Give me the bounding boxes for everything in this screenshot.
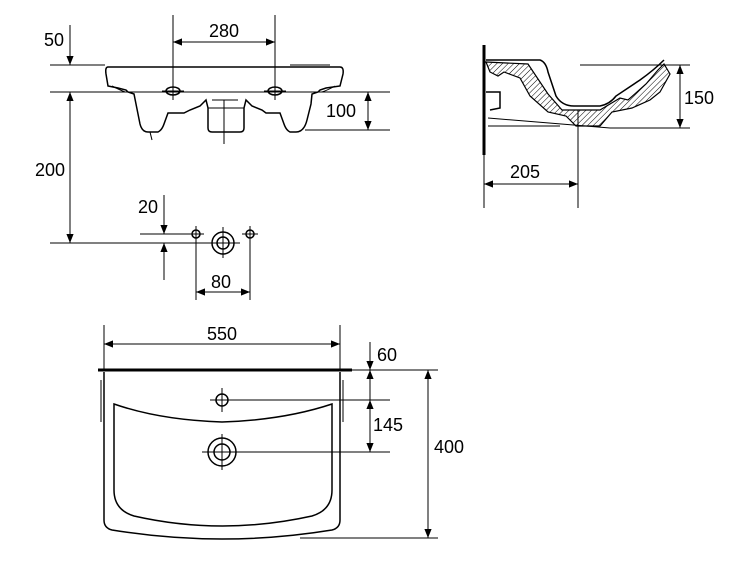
left-tap-hole	[162, 15, 184, 100]
plan-width-label: 550	[207, 324, 237, 344]
hole-spacing-label: 280	[209, 21, 239, 41]
side-section-hatch	[485, 61, 671, 127]
side-depth-label: 205	[510, 162, 540, 182]
basin-front-outline	[105, 66, 344, 133]
side-height-label: 150	[684, 88, 714, 108]
front-elevation-view: 280 50 100 200	[35, 15, 390, 243]
hole-detail-drain-circle	[207, 227, 240, 258]
holes-spacing-label: 80	[211, 272, 231, 292]
plan-tap-offset-label: 60	[377, 345, 397, 365]
right-tap-hole	[264, 15, 286, 100]
holes-offset-label: 20	[138, 197, 158, 217]
plan-outer-outline	[103, 372, 341, 540]
drain-offset-label: 200	[35, 160, 65, 180]
side-bowl-outline	[486, 59, 665, 107]
plan-drain-hole	[202, 434, 390, 470]
plan-drain-offset-label: 145	[373, 415, 403, 435]
rim-height-label: 50	[44, 30, 64, 50]
plan-view: 550 60 145 400	[98, 324, 464, 540]
side-section-view: 150 205	[482, 45, 714, 208]
plan-bowl-outline	[113, 402, 333, 527]
hole-layout-detail: 20 80	[50, 195, 258, 300]
hole-detail-right-marker	[242, 226, 258, 300]
hole-detail-left-marker	[188, 226, 204, 300]
bowl-depth-label: 100	[326, 101, 356, 121]
plan-depth-label: 400	[434, 437, 464, 457]
plan-tap-hole	[210, 388, 390, 412]
